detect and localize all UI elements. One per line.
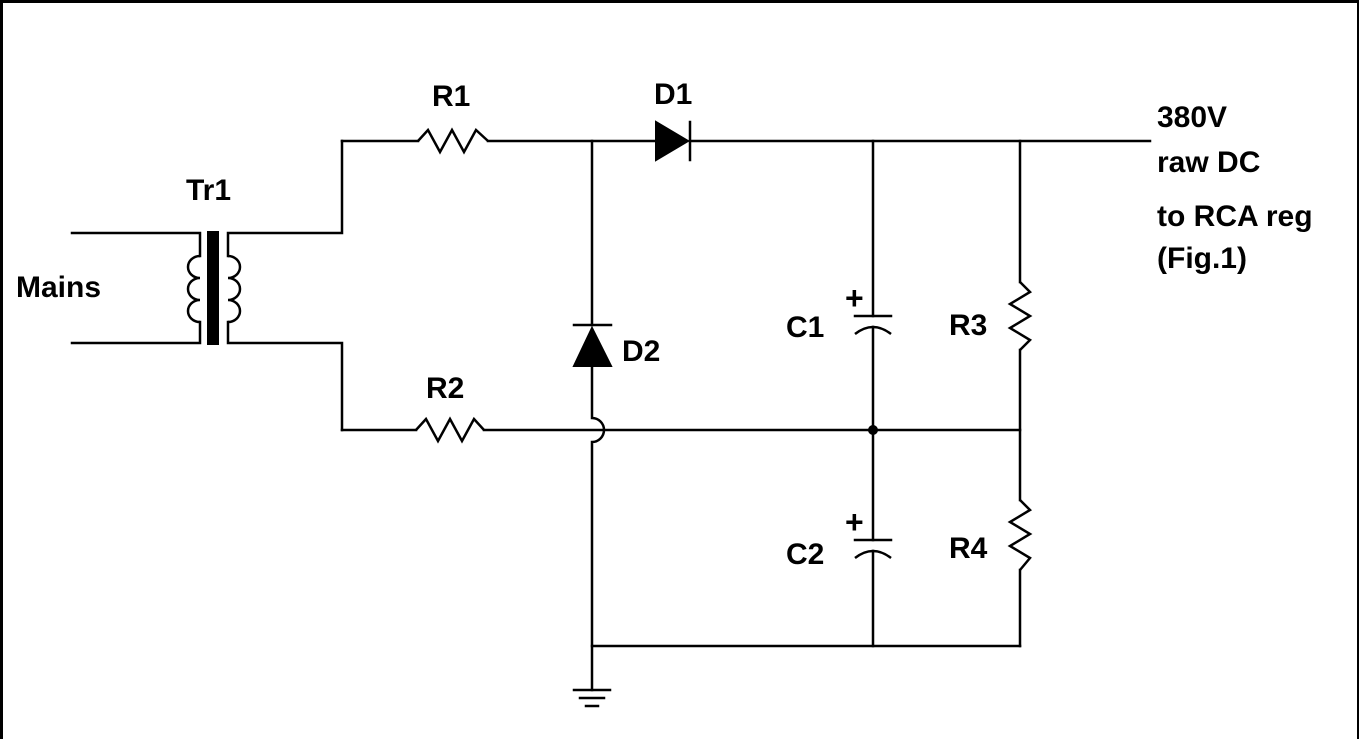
diode-d2 <box>572 323 613 367</box>
primary-coil <box>186 254 201 324</box>
d1-label: D1 <box>654 78 692 111</box>
primary-lead-top <box>70 231 202 258</box>
r4-label: R4 <box>949 532 988 565</box>
r2-label: R2 <box>426 372 464 405</box>
d2-wire-bottom <box>590 364 1022 648</box>
junction-dot <box>868 425 878 435</box>
diode-d1 <box>655 120 692 162</box>
r1-label: R1 <box>432 80 470 113</box>
secondary-coil <box>227 254 242 324</box>
c2-label: C2 <box>786 538 824 571</box>
resistor-r1 <box>417 127 489 155</box>
output-reference-label: (Fig.1) <box>1157 242 1247 275</box>
output-voltage-label: 380V <box>1157 101 1227 134</box>
tr1-label: Tr1 <box>186 174 231 207</box>
primary-lead-bottom <box>70 320 202 345</box>
secondary-lead-top <box>226 139 344 258</box>
output-destination-label: to RCA reg <box>1157 200 1313 233</box>
ground-symbol <box>572 644 612 708</box>
c2-polarity-mark: + <box>845 504 864 540</box>
resistor-r2 <box>415 416 485 444</box>
transformer-tr1 <box>70 139 344 432</box>
d2-label: D2 <box>622 335 660 368</box>
secondary-lead-bottom <box>226 320 344 432</box>
output-type-label: raw DC <box>1157 146 1260 179</box>
transformer-core <box>207 231 219 345</box>
r3-label: R3 <box>949 309 987 342</box>
resistor-r4 <box>1007 499 1033 571</box>
c1-label: C1 <box>786 311 824 344</box>
c1-polarity-mark: + <box>845 280 864 316</box>
mains-label: Mains <box>16 271 101 304</box>
resistor-r3 <box>1007 281 1033 351</box>
